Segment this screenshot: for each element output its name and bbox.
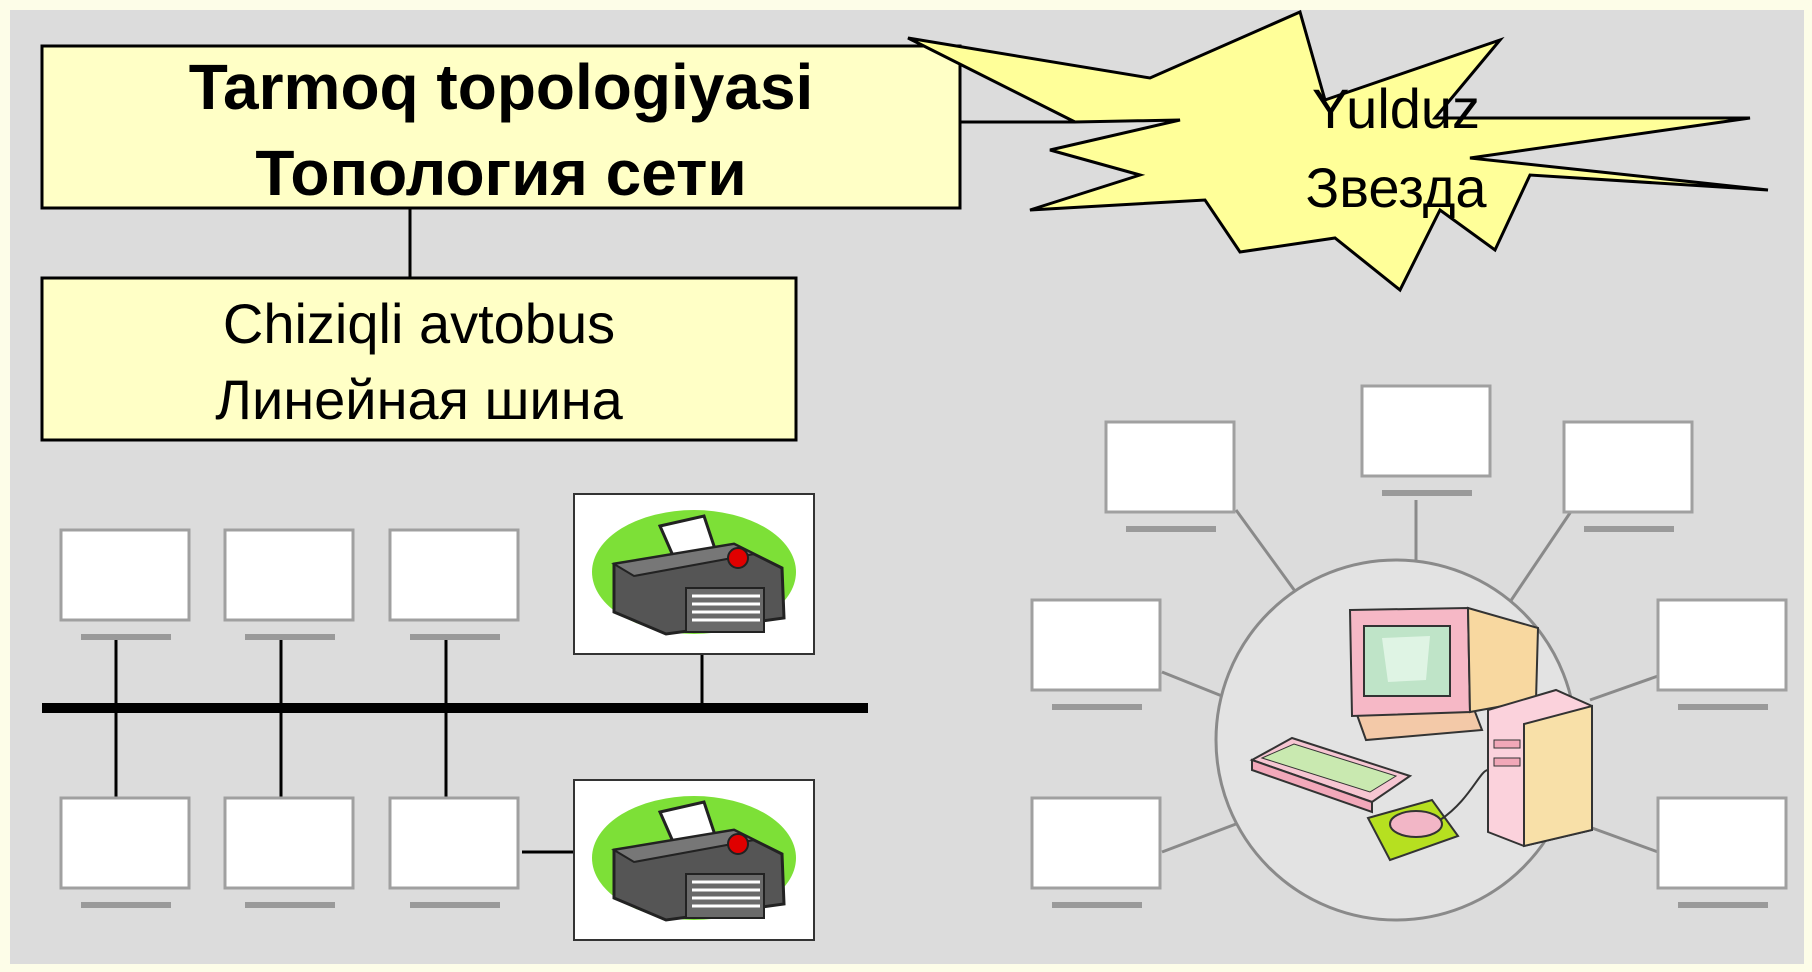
bus-topology-diagram xyxy=(42,492,868,942)
bus-topology-label: Chiziqli avtobus Линейная шина xyxy=(40,276,798,442)
printer-icon-bottom xyxy=(572,778,816,942)
bus-label-line-2: Линейная шина xyxy=(215,368,623,431)
star-topology-burst: Yulduz Звезда xyxy=(907,9,1769,293)
star-label-line-1: Yulduz xyxy=(1312,77,1480,140)
title-line-2: Топология сети xyxy=(255,137,746,209)
star-topology-diagram xyxy=(1030,384,1788,922)
title-box: Tarmoq topologiyasi Топология сети xyxy=(40,44,962,210)
bus-label-line-1: Chiziqli avtobus xyxy=(223,292,615,355)
desktop-computer-icon xyxy=(1249,606,1593,862)
printer-icon-top xyxy=(572,492,816,656)
title-line-1: Tarmoq topologiyasi xyxy=(189,51,814,123)
star-label-line-2: Звезда xyxy=(1305,156,1487,219)
